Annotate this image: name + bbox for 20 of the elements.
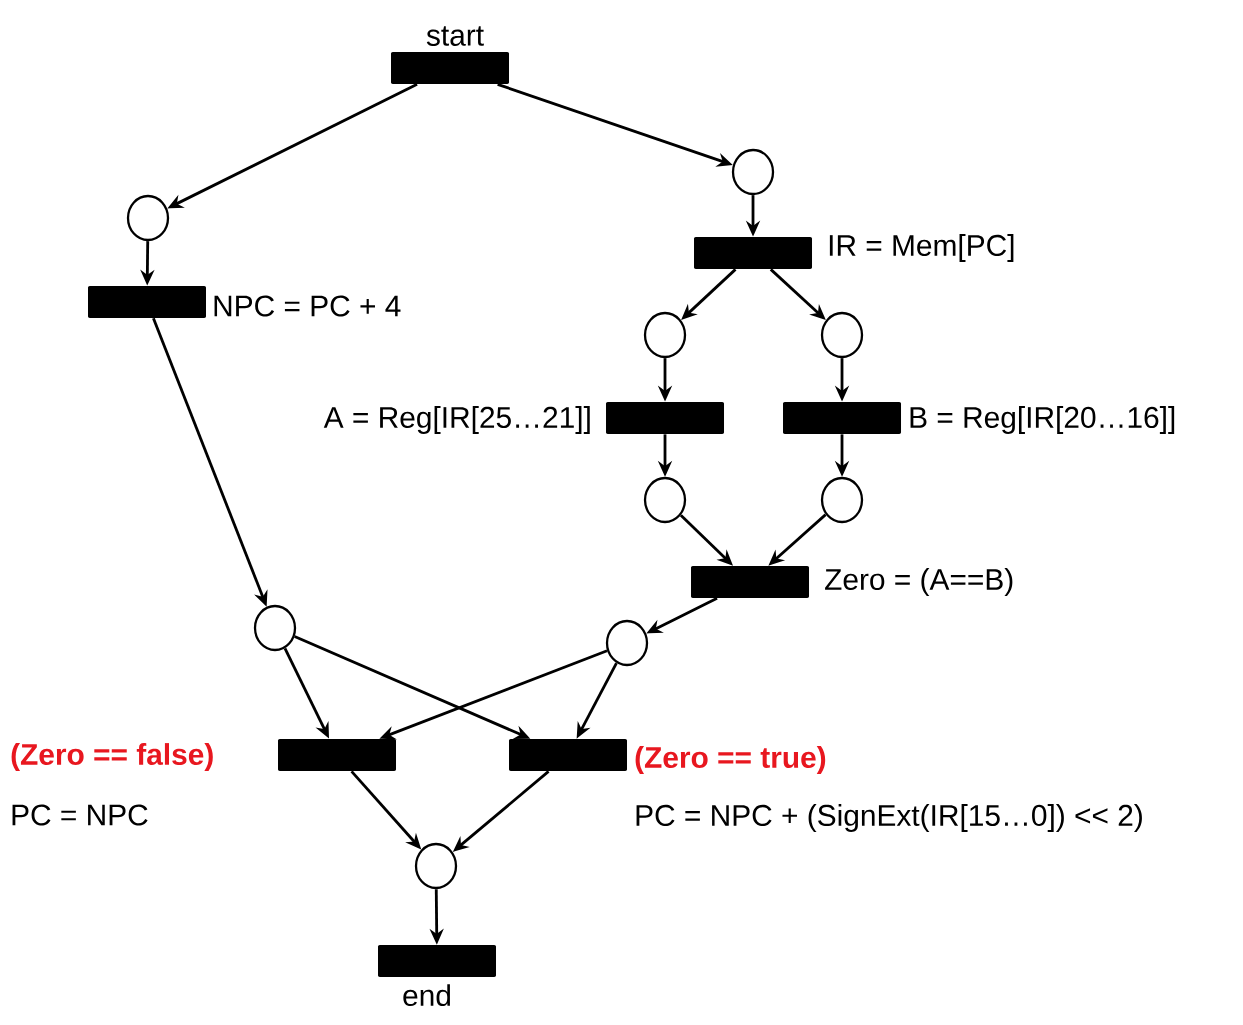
place-circle (643, 476, 687, 524)
node-label: PC = NPC + (SignExt(IR[15…0]) << 2) (636, 804, 1142, 832)
node-label: (Zero == false) (11, 743, 213, 771)
node-label: start (426, 26, 484, 46)
place-circle (253, 604, 297, 652)
place-circle (605, 619, 649, 667)
node-label: PC = NPC (12, 804, 148, 826)
place-circle (643, 311, 687, 359)
node-label: (Zero == true) (635, 746, 826, 774)
node-label: IR = Mem[PC] (829, 234, 1014, 262)
node-label: Zero = (A==B) (825, 568, 1013, 596)
node-label: NPC = PC + 4 (214, 295, 401, 317)
place-circle (820, 476, 864, 524)
place-circle (731, 148, 775, 196)
node-label: end (403, 984, 450, 1007)
node-label: B = Reg[IR[20…16]] (910, 406, 1175, 434)
place-circle (126, 194, 170, 242)
place-circle (820, 311, 864, 359)
node-label: A = Reg[IR[25…21]] (323, 406, 590, 434)
place-circle (414, 842, 458, 890)
